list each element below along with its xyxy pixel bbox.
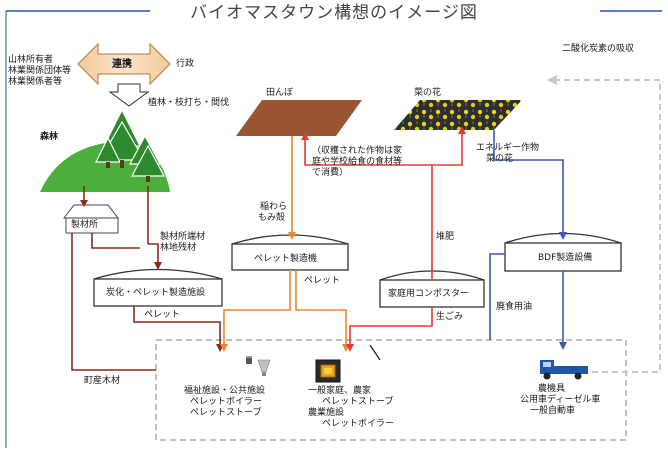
label-pellet-1: ペレット bbox=[144, 310, 181, 320]
label-carbonization: 炭化・ペレット製造施設 bbox=[106, 288, 206, 298]
cooperation-arrow bbox=[77, 42, 171, 86]
label-forest-owner-3: 林業関係者等 bbox=[8, 77, 63, 87]
label-compost: 堆肥 bbox=[436, 232, 455, 242]
forest-trees bbox=[95, 108, 165, 177]
label-homes-4: ペレットボイラー bbox=[322, 419, 395, 429]
label-cooperation: 連携 bbox=[112, 59, 132, 70]
label-waste-oil: 廃食用油 bbox=[496, 302, 533, 312]
rapeseed-field bbox=[394, 100, 522, 130]
label-vehicles-2: 公用車ディーゼル車 bbox=[520, 395, 601, 405]
sawmill-building bbox=[62, 204, 120, 219]
label-homes-2: ペレットストーブ bbox=[322, 397, 394, 407]
label-pellet-mill: ペレット製造機 bbox=[254, 254, 318, 264]
label-rapeseed: 菜の花 bbox=[414, 88, 442, 98]
label-forest: 森林 bbox=[40, 132, 59, 142]
truck-icon bbox=[540, 360, 588, 380]
label-sawmill: 製材所 bbox=[71, 220, 99, 230]
label-vehicles-1: 農機具 bbox=[538, 384, 566, 394]
label-homes-3: 農業施設 bbox=[308, 408, 345, 418]
label-harvest-note-2: 庭や学校給食の食材等 bbox=[312, 157, 403, 167]
pellet-mill-building bbox=[231, 234, 349, 271]
label-straw-2: もみ殻 bbox=[258, 213, 286, 223]
label-energy-crop-1: エネルギー作物 bbox=[476, 143, 540, 153]
label-vehicles-3: 一般自動車 bbox=[530, 406, 576, 416]
pellet-boiler-icon bbox=[257, 359, 271, 376]
co2-absorption-path bbox=[555, 79, 661, 373]
label-welfare-1: 福祉施設・公共施設 bbox=[184, 386, 266, 396]
page-title: バイオマスタウン構想のイメージ図 bbox=[190, 3, 478, 23]
label-energy-crop-2: 菜の花 bbox=[486, 154, 514, 164]
label-government: 行政 bbox=[176, 59, 195, 69]
label-planting: 植林・枝打ち・間伐 bbox=[148, 98, 230, 108]
label-homes-1: 一般家庭、農家 bbox=[308, 386, 372, 396]
label-home-composter: 家庭用コンポスター bbox=[388, 289, 470, 299]
label-harvest-note-1: （収穫された作物は家 bbox=[312, 146, 403, 156]
label-sawmill-residue-1: 製材所端材 bbox=[160, 232, 206, 242]
pellet-can-icon bbox=[246, 356, 252, 364]
rice-field bbox=[236, 100, 362, 136]
label-forest-owner-1: 山林所有者 bbox=[8, 55, 54, 65]
label-welfare-2: ペレットボイラー bbox=[190, 397, 263, 407]
label-co2-absorption: 二酸化炭素の吸収 bbox=[562, 44, 635, 54]
planting-down-arrow bbox=[108, 83, 150, 107]
label-rice-field: 田んぼ bbox=[266, 88, 294, 98]
label-local-timber: 町産木材 bbox=[84, 376, 121, 386]
pellet-stove-icon bbox=[315, 359, 341, 383]
co2-arrowhead bbox=[547, 75, 557, 85]
label-bdf-plant: BDF製造設備 bbox=[538, 253, 593, 263]
label-pellet-2: ペレット bbox=[304, 276, 341, 286]
carbonization-building bbox=[93, 268, 223, 307]
consumer-zone-border bbox=[155, 339, 627, 441]
label-straw-1: 稲わら bbox=[260, 202, 288, 212]
label-sawmill-residue-2: 林地残材 bbox=[160, 243, 197, 253]
label-harvest-note-3: で消費） bbox=[312, 168, 349, 178]
label-food-waste: 生ごみ bbox=[436, 312, 464, 322]
label-forest-owner-2: 林業関係団体等 bbox=[8, 66, 72, 76]
label-welfare-3: ペレットストーブ bbox=[190, 408, 262, 418]
